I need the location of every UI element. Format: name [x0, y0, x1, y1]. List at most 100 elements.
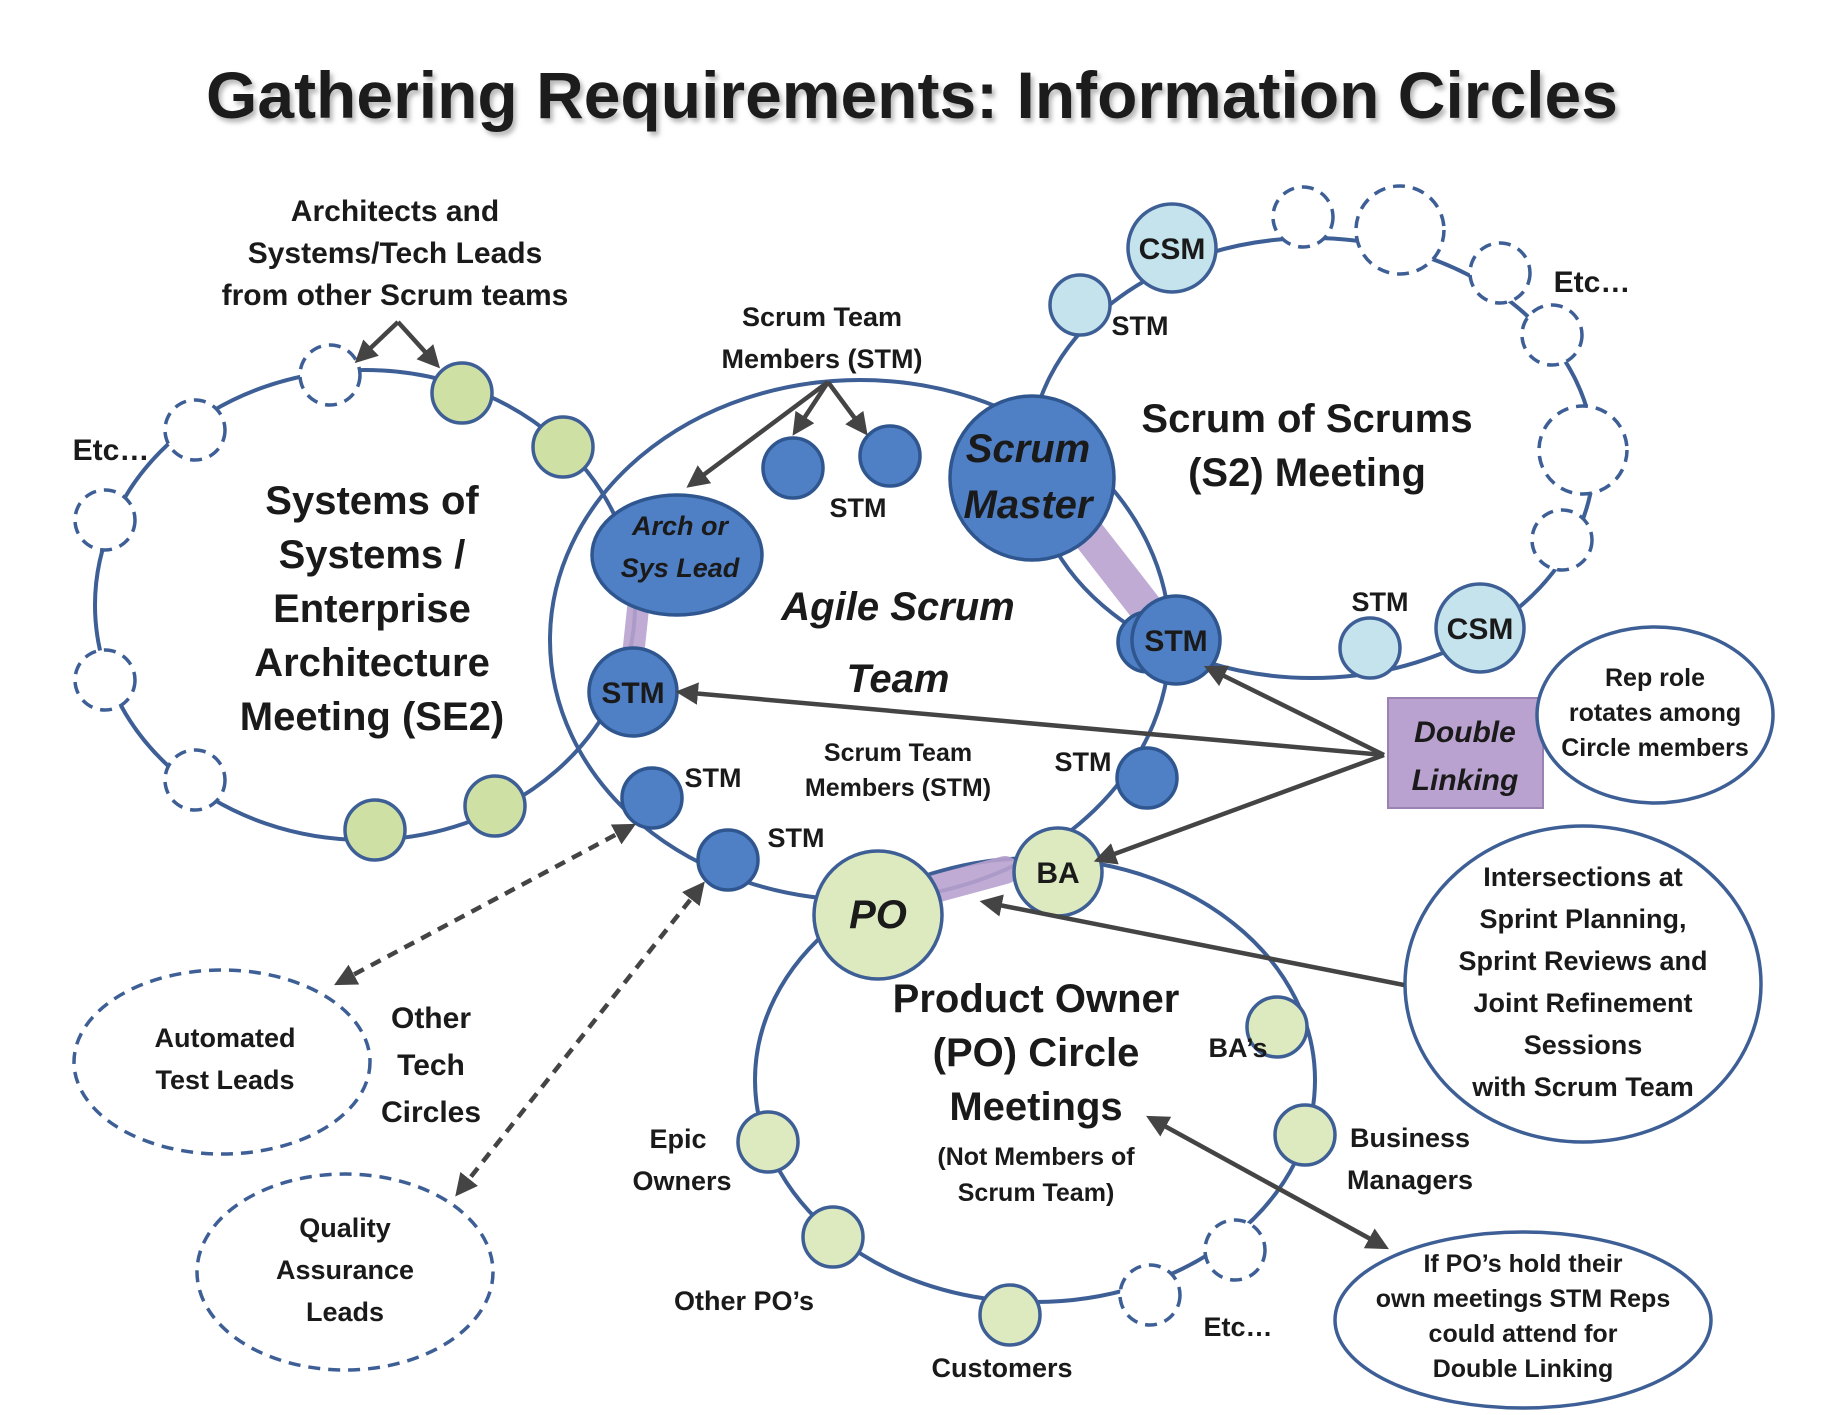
se2-title-line: Enterprise — [273, 587, 471, 631]
customers-label: Customers — [931, 1353, 1072, 1383]
qa-line: Assurance — [276, 1255, 414, 1285]
stm-node-label: STM — [1144, 625, 1207, 658]
se2-member — [343, 798, 407, 862]
po-member — [1245, 995, 1309, 1059]
automated-test-leads-circle — [72, 968, 372, 1156]
intersections-line: Sprint Planning, — [1480, 904, 1687, 934]
po-member — [1273, 1103, 1337, 1167]
intersections-line: Joint Refinement — [1473, 988, 1692, 1018]
po-meetings-line: could attend for — [1429, 1320, 1618, 1348]
csm-label: CSM — [1447, 613, 1514, 646]
scrum-master-line: Scrum — [966, 427, 1091, 471]
rep-role-note — [1535, 625, 1775, 805]
ba-label: BA — [1036, 857, 1079, 890]
stm-label: STM — [830, 493, 887, 523]
s2-stm-label: STM — [1112, 311, 1169, 341]
s2-open-seat — [1354, 184, 1446, 276]
stm-node — [858, 424, 922, 488]
bas-label: BA’s — [1208, 1033, 1267, 1063]
s2-open-seat — [1537, 404, 1629, 496]
double-linking-arrow — [1203, 665, 1385, 758]
callout-arrow — [354, 320, 400, 364]
s2-open-seat — [1530, 508, 1594, 572]
page-title: Gathering Requirements: Information Circ… — [206, 58, 1618, 132]
se2-open-seat — [73, 648, 137, 712]
rep-role-line: Circle members — [1561, 734, 1749, 762]
po-meetings-note — [1333, 1230, 1713, 1410]
team-title-line: Team — [846, 657, 949, 701]
se2-title-line: Architecture — [254, 641, 490, 685]
stm-label: STM — [768, 823, 825, 853]
po-member — [736, 1110, 800, 1174]
automated-test-line: Test Leads — [155, 1065, 294, 1095]
business-managers-line: Business — [1350, 1123, 1470, 1153]
stm-node — [761, 436, 825, 500]
po-open-seat — [1203, 1218, 1267, 1282]
callout-arrow — [396, 320, 441, 369]
other-tech-line: Other — [391, 1002, 471, 1035]
double-linking-box — [1387, 697, 1544, 809]
double-linking-arrow — [1093, 752, 1385, 865]
intersections-line: with Scrum Team — [1471, 1072, 1694, 1102]
po-meetings-line: Double Linking — [1433, 1355, 1614, 1383]
automated-test-line: Automated — [155, 1023, 296, 1053]
intersections-line: Sprint Reviews and — [1458, 946, 1707, 976]
csm-label: CSM — [1139, 233, 1206, 266]
qa-line: Leads — [306, 1297, 384, 1327]
s2-stm-label: STM — [1352, 587, 1409, 617]
se2-open-seat — [163, 748, 227, 812]
epic-owners-line: Epic — [649, 1124, 706, 1154]
stm-node-label: STM — [601, 677, 664, 710]
se2-title-line: Systems / — [279, 533, 466, 577]
double-linking-arrow — [675, 682, 1385, 758]
po-meetings-arrow — [1146, 1115, 1389, 1250]
s2-open-seat — [1271, 185, 1335, 249]
intersections-note — [1403, 824, 1763, 1144]
po-member — [801, 1205, 865, 1269]
stm-node — [1115, 746, 1179, 810]
se2-member — [463, 774, 527, 838]
se2-open-seat — [298, 343, 362, 407]
qa-leads-circle — [195, 1172, 495, 1372]
po-meetings-line: own meetings STM Reps — [1376, 1285, 1670, 1313]
po-member — [978, 1283, 1042, 1347]
csm-node — [1126, 202, 1218, 294]
se2-title-line: Systems of — [265, 479, 479, 523]
po-title-line: Product Owner — [893, 977, 1180, 1021]
se2-callout-line: Systems/Tech Leads — [248, 237, 543, 270]
csm-node — [1434, 582, 1526, 674]
business-managers-line: Managers — [1347, 1165, 1473, 1195]
callout-arrow — [686, 380, 830, 488]
po-label: PO — [849, 893, 907, 937]
stm-node — [1130, 594, 1222, 686]
po-etc: Etc… — [1203, 1312, 1272, 1342]
po-node — [812, 849, 944, 981]
s2-title-line: Scrum of Scrums — [1141, 397, 1472, 441]
po-title-line: (PO) Circle — [933, 1031, 1140, 1075]
se2-member — [531, 415, 595, 479]
po-meetings-line: If PO’s hold their — [1423, 1250, 1622, 1278]
other-tech-link — [455, 881, 705, 1197]
double-linking-line: Double — [1414, 716, 1516, 749]
s2-stm-node — [1048, 273, 1112, 337]
se2-title-line: Meeting (SE2) — [240, 695, 504, 739]
stm-label: STM — [1055, 747, 1112, 777]
s2-open-seat — [1520, 303, 1584, 367]
other-tech-line: Circles — [381, 1096, 481, 1129]
po-open-seat — [1118, 1263, 1182, 1327]
callout-arrow — [826, 380, 868, 436]
double-link-band — [1068, 513, 1172, 637]
rep-role-line: rotates among — [1569, 699, 1741, 727]
se2-callout-line: from other Scrum teams — [222, 279, 569, 312]
stm-node — [696, 828, 760, 892]
team-title-line: Agile Scrum — [780, 585, 1014, 629]
arch-lead-line: Arch or — [631, 511, 730, 541]
intersections-line: Sessions — [1524, 1030, 1643, 1060]
other-tech-line: Tech — [397, 1049, 465, 1082]
po-title-line: Meetings — [949, 1085, 1122, 1129]
se2-open-seat — [163, 398, 227, 462]
po-subtitle-line: Scrum Team) — [958, 1179, 1115, 1207]
s2-open-seat — [1468, 241, 1532, 305]
rep-role-line: Rep role — [1605, 664, 1705, 692]
